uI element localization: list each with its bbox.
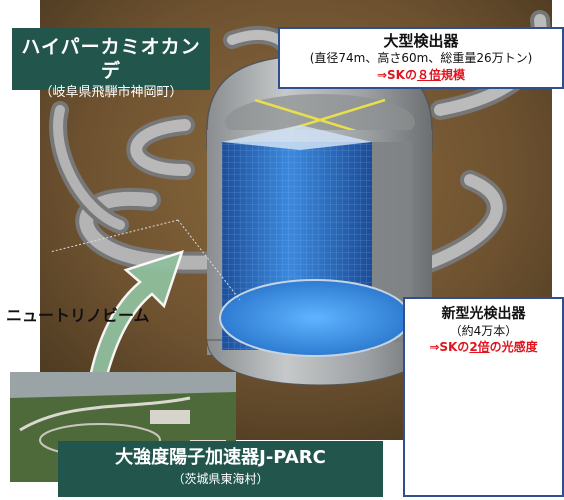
facility-name: ハイパーカミオカンデ [21,36,201,82]
photodetector-callout: 新型光検出器 （約4万本） ⇒SKの2倍の光感度 [403,297,564,497]
accelerator-label: 大強度陽子加速器J-PARC （茨城県東海村） [58,441,383,497]
tank-top-mesh [222,125,372,150]
photodetector-heading: 新型光検出器 [441,306,526,322]
detector-heading: 大型検出器 [383,32,459,50]
title-label: ハイパーカミオカンデ （岐阜県飛騨市神岡町） [12,28,210,100]
photodetector-count: （約4万本） [449,324,518,338]
detector-claim: ⇒SKの８倍規模 [280,67,562,83]
photodetector-claim: ⇒SKの2倍の光感度 [405,339,562,356]
accelerator-location: （茨城県東海村） [172,472,269,486]
photodetector-claim-prefix: ⇒SKの [429,340,470,354]
facility-location: （岐阜県飛騨市神岡町） [39,85,183,100]
tank-floor-pool [220,280,410,356]
detector-claim-number: ８倍 [416,68,441,82]
detector-claim-suffix: 規模 [441,68,466,82]
photodetector-claim-number: 2倍 [469,340,490,354]
detector-spec: (直径74m、高さ60m、総重量26万トン) [309,51,533,65]
detector-callout: 大型検出器 (直径74m、高さ60m、総重量26万トン) ⇒SKの８倍規模 [278,27,564,89]
neutrino-beam-label: ニュートリノビーム [6,306,150,325]
detector-claim-prefix: ⇒SKの [376,68,417,82]
accelerator-name: 大強度陽子加速器J-PARC [115,447,326,468]
photodetector-claim-suffix: の光感度 [489,340,538,354]
neutrino-beam-arrow [84,250,184,407]
beam-guide-lines [49,219,241,301]
